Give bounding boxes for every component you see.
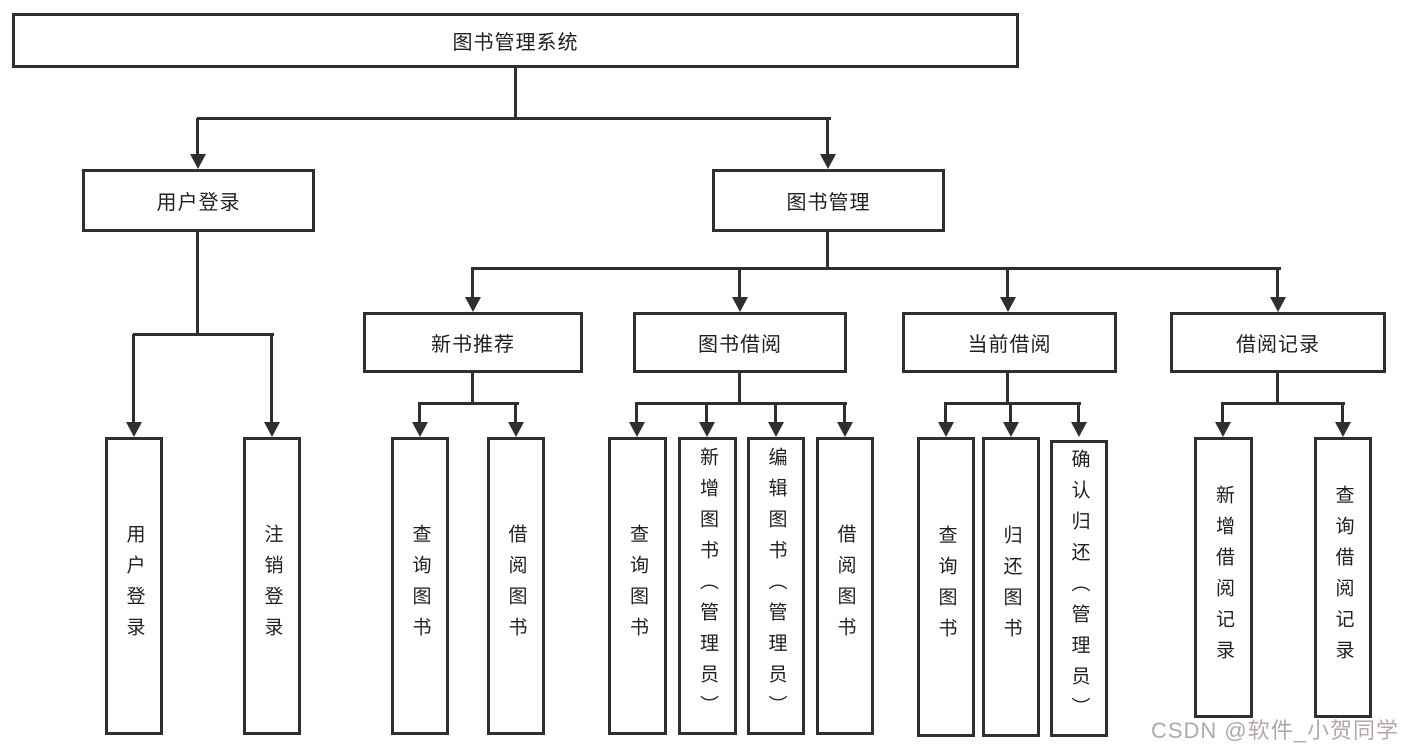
arrow-g4-1: [938, 403, 954, 437]
connector-new-book-stem: [471, 371, 474, 405]
node-current-borrow: 当前借阅: [902, 312, 1117, 373]
leaf-add-borrow-record: 新增借阅记录: [1194, 437, 1253, 718]
arrowhead-icon: [412, 422, 428, 437]
node-current-borrow-label: 当前借阅: [967, 334, 1052, 356]
leaf-edit-books-admin-label: 编辑图书（管理员）: [765, 446, 787, 726]
leaf-borrow-books-1-label: 借阅图书: [505, 524, 527, 648]
leaf-query-books-1-label: 查询图书: [409, 524, 431, 648]
arrow-to-current-borrow: [1000, 268, 1016, 312]
leaf-logout-label: 注销登录: [261, 524, 283, 648]
arrowhead-icon: [768, 422, 784, 437]
arrow-to-user-login: [190, 118, 206, 169]
leaf-query-borrow-record: 查询借阅记录: [1314, 437, 1372, 718]
leaf-confirm-return-admin: 确认归还（管理员）: [1050, 440, 1108, 737]
arrowhead-icon: [1335, 422, 1351, 437]
leaf-borrow-books-2: 借阅图书: [816, 437, 874, 735]
arrow-to-borrow-records: [1270, 268, 1286, 312]
arrow-g5-2: [1335, 403, 1351, 437]
arrowhead-icon: [699, 422, 715, 437]
leaf-add-books-admin-label: 新增图书（管理员）: [697, 446, 718, 726]
arrow-to-new-book-recommend: [465, 268, 481, 312]
arrow-g4-2: [1003, 403, 1019, 437]
connector-book-borrow-line: [635, 402, 847, 405]
connector-current-borrow-stem: [1006, 371, 1009, 405]
arrow-to-book-borrow: [732, 268, 748, 312]
arrow-g3-1: [629, 403, 645, 437]
leaf-query-borrow-record-label: 查询借阅记录: [1332, 484, 1354, 671]
leaf-query-books-1: 查询图书: [391, 437, 449, 735]
arrowhead-icon: [938, 422, 954, 437]
arrowhead-icon: [629, 422, 645, 437]
leaf-return-books-label: 归还图书: [1000, 525, 1022, 649]
arrowhead-icon: [732, 297, 748, 312]
leaf-query-books-2-label: 查询图书: [627, 524, 648, 648]
leaf-query-books-3: 查询图书: [917, 437, 975, 737]
arrowhead-icon: [264, 422, 280, 437]
node-root: 图书管理系统: [12, 13, 1019, 68]
connector-level2-line: [197, 117, 831, 120]
arrow-g3-4: [837, 403, 853, 437]
arrowhead-icon: [465, 297, 481, 312]
arrow-g4-3: [1071, 403, 1087, 437]
leaf-logout: 注销登录: [243, 437, 301, 735]
arrowhead-icon: [820, 154, 836, 169]
arrowhead-icon: [837, 422, 853, 437]
leaf-query-books-3-label: 查询图书: [935, 525, 957, 649]
leaf-query-books-2: 查询图书: [608, 437, 667, 735]
node-book-borrow-label: 图书借阅: [698, 334, 782, 356]
connector-book-borrow-stem: [738, 371, 741, 405]
arrowhead-icon: [1000, 297, 1016, 312]
connector-current-borrow-line: [944, 402, 1081, 405]
arrow-g2-1: [412, 403, 428, 437]
node-book-management-label: 图书管理: [786, 192, 871, 214]
leaf-borrow-books-2-label: 借阅图书: [834, 524, 856, 648]
leaf-user-login: 用户登录: [105, 437, 163, 735]
arrowhead-icon: [190, 154, 206, 169]
connector-book-management-stem: [826, 230, 829, 270]
node-book-borrow: 图书借阅: [633, 312, 847, 373]
connector-user-login-line: [133, 333, 274, 336]
arrow-g3-2: [699, 403, 715, 437]
arrow-g5-1: [1215, 403, 1231, 437]
connector-user-login-stem: [196, 230, 199, 336]
leaf-add-books-admin: 新增图书（管理员）: [678, 437, 737, 735]
node-borrow-records: 借阅记录: [1170, 312, 1386, 373]
arrowhead-icon: [1270, 297, 1286, 312]
arrow-g3-3: [768, 403, 784, 437]
node-user-login-label: 用户登录: [156, 192, 241, 214]
leaf-edit-books-admin: 编辑图书（管理员）: [747, 437, 805, 735]
connector-new-book-line: [418, 402, 519, 405]
node-book-management: 图书管理: [712, 169, 945, 232]
csdn-watermark: CSDN @软件_小贺同学: [1150, 718, 1399, 743]
arrow-to-leaf-logout: [264, 334, 280, 437]
connector-borrow-records-stem: [1276, 371, 1279, 405]
leaf-add-borrow-record-label: 新增借阅记录: [1213, 484, 1234, 671]
arrow-to-book-management: [820, 118, 836, 169]
leaf-return-books: 归还图书: [982, 437, 1040, 737]
arrowhead-icon: [126, 422, 142, 437]
leaf-confirm-return-admin-label: 确认归还（管理员）: [1068, 449, 1090, 728]
leaf-borrow-books-1: 借阅图书: [487, 437, 545, 735]
connector-level3-line: [471, 267, 1281, 270]
arrowhead-icon: [508, 422, 524, 437]
node-new-book-recommend: 新书推荐: [363, 312, 583, 373]
node-root-label: 图书管理系统: [452, 32, 579, 54]
arrowhead-icon: [1215, 422, 1231, 437]
node-user-login: 用户登录: [82, 169, 315, 232]
leaf-user-login-label: 用户登录: [123, 524, 145, 648]
node-new-book-recommend-label: 新书推荐: [431, 334, 515, 356]
arrow-to-leaf-login: [126, 334, 142, 437]
connector-borrow-records-line: [1221, 402, 1345, 405]
node-borrow-records-label: 借阅记录: [1236, 334, 1320, 356]
connector-root-stem: [514, 66, 517, 120]
arrow-g2-2: [508, 403, 524, 437]
arrowhead-icon: [1071, 422, 1087, 437]
arrowhead-icon: [1003, 422, 1019, 437]
